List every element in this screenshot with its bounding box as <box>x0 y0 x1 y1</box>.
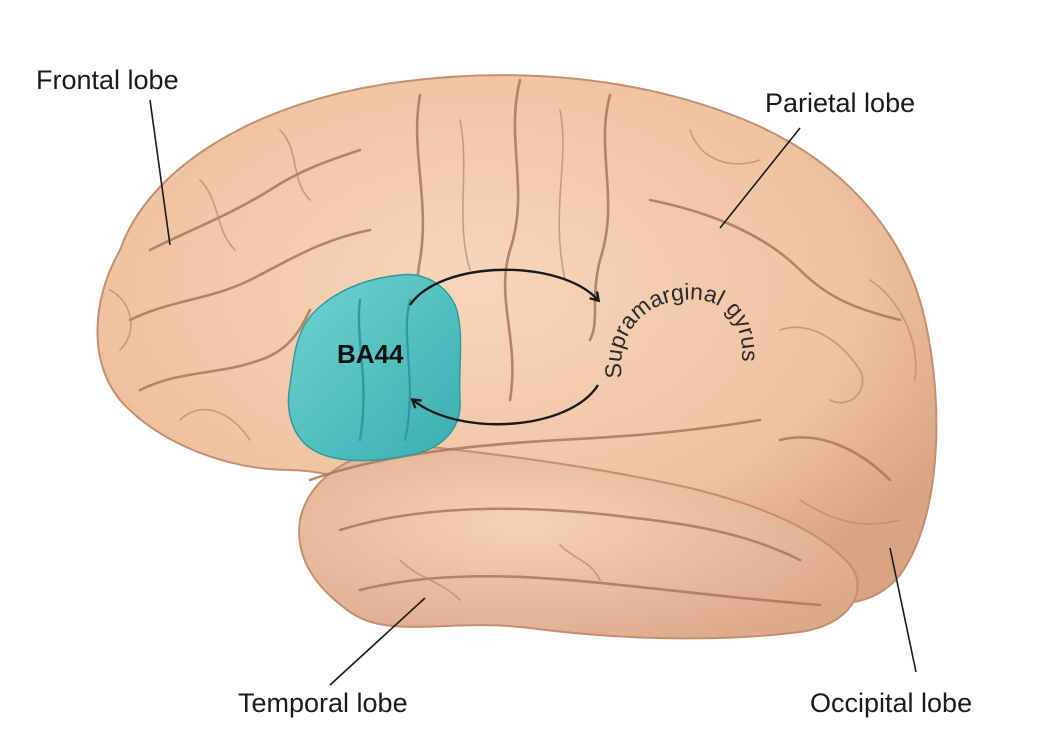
temporal-lobe-label: Temporal lobe <box>238 688 408 718</box>
arrow-to-supramarginal <box>409 268 598 306</box>
ba44-region <box>287 273 462 462</box>
occipital-lobe-label: Occipital lobe <box>810 688 972 718</box>
postcentral-sulcus <box>588 93 612 342</box>
occipital-sulcus <box>778 436 892 482</box>
central-sulcus <box>503 78 522 402</box>
superior-temporal-sulcus <box>338 507 802 562</box>
inferior-temporal-sulcus <box>358 574 822 607</box>
frontal-sulcus-1 <box>148 148 362 252</box>
sylvian-fissure <box>308 418 762 482</box>
cerebrum-shape <box>96 74 938 605</box>
frontal-leader-line <box>149 99 171 246</box>
arrow-to-ba44 <box>413 384 600 426</box>
ba44-label: BA44 <box>337 339 404 369</box>
occipital-leader-line <box>889 547 917 673</box>
frontal-sulcus-3 <box>138 308 312 392</box>
frontal-lobe-label: Frontal lobe <box>36 65 179 95</box>
frontal-sulcus-2 <box>128 228 372 322</box>
parietal-leader-line <box>719 127 801 229</box>
intraparietal-sulcus <box>648 198 902 322</box>
parietal-lobe-label: Parietal lobe <box>765 88 915 118</box>
temporal-lobe-shape <box>298 445 859 640</box>
temporal-leader-line <box>329 597 426 686</box>
